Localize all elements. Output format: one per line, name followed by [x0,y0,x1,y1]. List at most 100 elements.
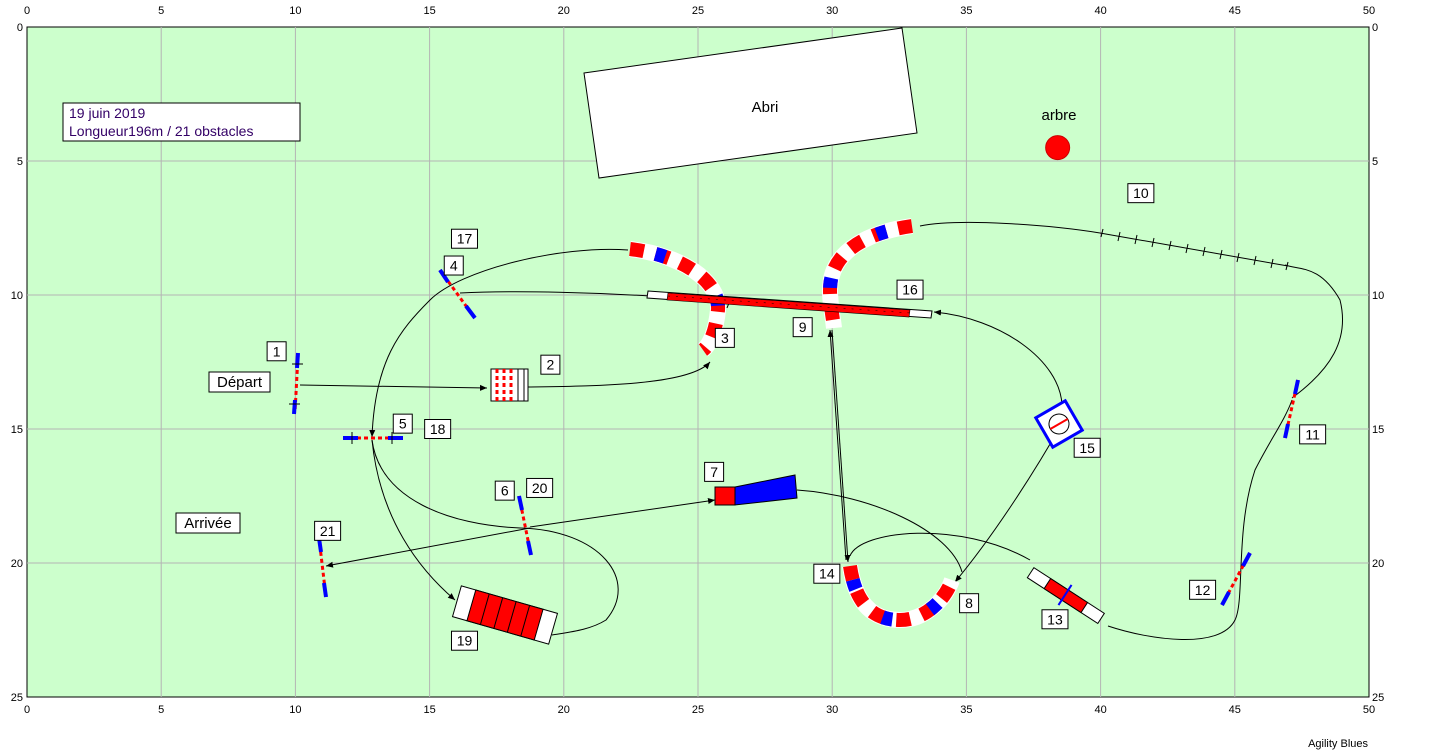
number-box [424,419,452,439]
y-tick-left: 0 [17,22,23,34]
abri-shelter [583,27,918,179]
obstacle-number-14: 14 [813,563,841,584]
x-tick-top: 0 [24,5,30,17]
obstacle-number-18: 18 [424,419,452,439]
number-box [526,477,554,498]
x-tick-bottom: 45 [1229,704,1241,716]
obstacle-number-13: 13 [1041,609,1069,630]
x-tick-top: 20 [558,5,570,17]
depart-label: Départ [217,374,263,391]
number-box [714,327,735,348]
number-box [266,341,287,362]
number-box [1127,183,1155,204]
number-label: 2 [546,357,554,373]
number-box [443,255,464,276]
chute-7 [714,474,798,506]
x-tick-bottom: 30 [826,704,838,716]
x-tick-bottom: 15 [423,704,435,716]
obstacle-number-12: 12 [1189,579,1217,600]
number-label: 6 [501,483,509,499]
axis-tick-labels: 0055101015152020252530303535404045455050… [11,5,1385,716]
x-tick-bottom: 25 [692,704,704,716]
obstacle-number-9: 9 [792,317,813,338]
x-tick-bottom: 20 [558,704,570,716]
tunnel-8 [842,564,960,629]
x-tick-top: 45 [1229,5,1241,17]
table-15 [1033,398,1085,450]
info-box [62,102,301,142]
x-tick-bottom: 50 [1363,704,1375,716]
hurdles [289,268,1300,606]
number-label: 8 [965,595,973,611]
x-tick-bottom: 5 [158,704,164,716]
y-tick-right: 5 [1372,156,1378,168]
obstacle-number-8: 8 [959,593,980,614]
arrivee-label: Arrivée [184,515,232,532]
number-box [792,317,813,338]
obstacle-number-2: 2 [540,354,561,375]
number-label: 12 [1195,582,1211,598]
number-label: 15 [1079,440,1095,456]
course-length: Longueur196m / 21 obstacles [69,123,253,139]
x-tick-bottom: 10 [289,704,301,716]
number-box [959,593,980,614]
number-box [1189,579,1217,600]
tunnel-19 [451,585,559,645]
number-box [494,480,515,501]
y-tick-right: 25 [1372,692,1384,704]
x-tick-top: 15 [423,5,435,17]
hurdle-12 [1220,552,1252,606]
obstacle-number-10: 10 [1127,183,1155,204]
tunnel-9 [821,218,914,329]
y-tick-left: 25 [11,692,23,704]
number-box [704,461,725,482]
obstacle-number-11: 11 [1299,424,1327,445]
arbre-label: arbre [1041,107,1076,124]
obstacle-number-21: 21 [314,520,342,541]
y-tick-right: 10 [1372,290,1384,302]
obstacle-number-6: 6 [494,480,515,501]
tree-marker [1045,135,1071,161]
number-label: 7 [710,464,718,480]
y-tick-right: 20 [1372,558,1384,570]
y-tick-right: 15 [1372,424,1384,436]
obstacle-number-3: 3 [714,327,735,348]
x-tick-top: 35 [960,5,972,17]
number-box [392,413,413,434]
number-label: 11 [1305,426,1320,442]
hurdle-4 [438,268,477,320]
number-label: 17 [457,231,473,247]
x-tick-bottom: 40 [1094,704,1106,716]
obstacle-number-7: 7 [704,461,725,482]
number-box [450,630,478,651]
number-box [314,520,342,541]
y-tick-left: 15 [11,424,23,436]
number-label: 18 [430,421,446,437]
obstacle-number-19: 19 [450,630,478,651]
depart-box [208,371,271,393]
hurdle-5 [343,432,403,444]
x-tick-top: 50 [1363,5,1375,17]
spread-jump-2 [490,368,529,402]
number-label: 4 [450,258,458,274]
obstacle-number-1: 1 [266,341,287,362]
x-tick-top: 30 [826,5,838,17]
credit-label: Agility Blues [1308,738,1368,750]
number-label: 5 [399,416,407,432]
number-label: 10 [1133,185,1149,201]
number-box [813,563,841,584]
course-date: 19 juin 2019 [69,105,146,121]
x-tick-top: 25 [692,5,704,17]
x-tick-top: 5 [158,5,164,17]
number-box [450,228,478,249]
obstacle-number-20: 20 [526,477,554,498]
number-box [1299,424,1327,445]
y-tick-left: 20 [11,558,23,570]
number-label: 3 [721,330,729,346]
obstacle-number-16: 16 [896,279,924,300]
number-label: 1 [273,343,281,359]
hurdle-11 [1283,379,1300,439]
trees-layer [1045,135,1071,161]
